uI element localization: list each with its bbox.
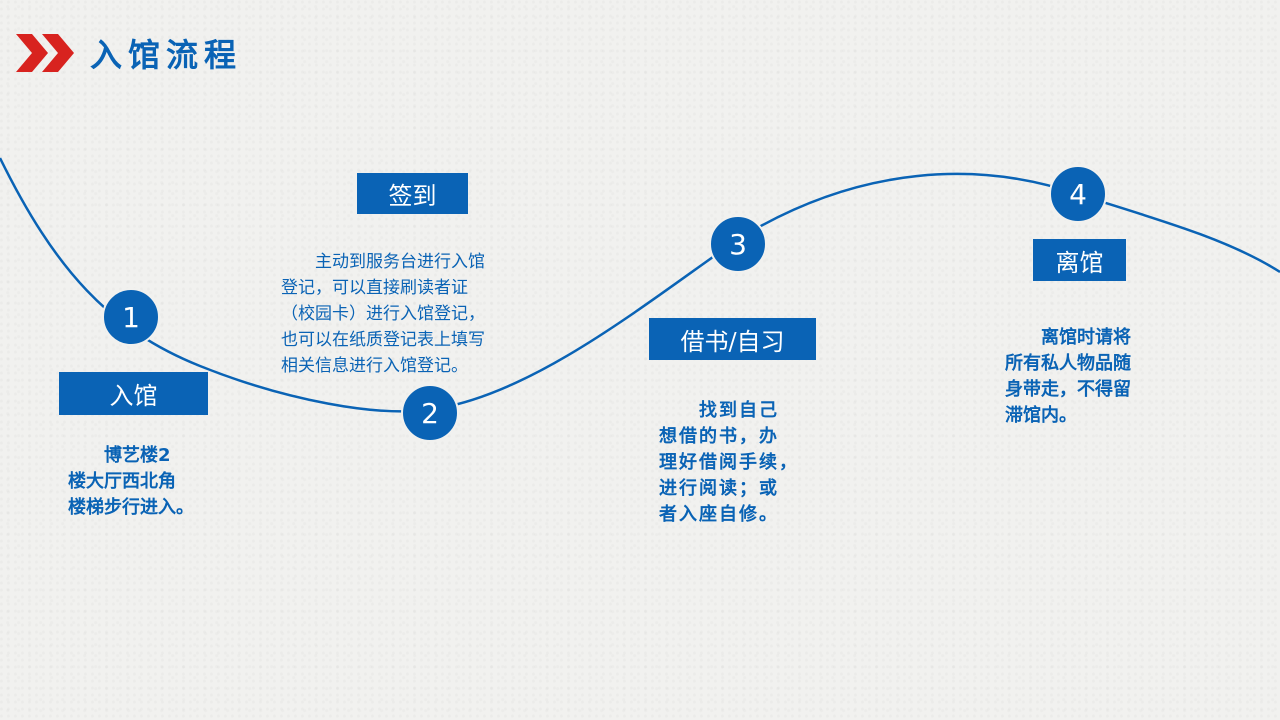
step-number-4: 4 — [1049, 165, 1107, 223]
step-desc-4: 离馆时请将 所有私人物品随 身带走，不得留 滞馆内。 — [1005, 327, 1131, 426]
step-desc-2: 主动到服务台进行入馆 登记，可以直接刷读者证 （校园卡）进行入馆登记， 也可以在… — [281, 252, 485, 376]
step-label-4: 离馆 — [1033, 239, 1126, 281]
page-title: 入馆流程 — [90, 36, 243, 74]
page-header: 入馆流程 — [14, 30, 242, 76]
step-desc-1: 博艺楼2 楼大厅西北角 楼梯步行进入。 — [68, 445, 194, 518]
step-label-2: 签到 — [357, 173, 468, 214]
step-label-3: 借书/自习 — [649, 318, 816, 360]
step-number-1: 1 — [102, 288, 160, 346]
step-number-3: 3 — [709, 215, 767, 273]
step-number-2: 2 — [401, 384, 459, 442]
step-label-1: 入馆 — [59, 372, 208, 415]
step-desc-3: 找到自己 想借的书，办 理好借阅手续， 进行阅读；或 者入座自修。 — [659, 400, 799, 525]
double-chevron-right-icon — [16, 34, 74, 72]
